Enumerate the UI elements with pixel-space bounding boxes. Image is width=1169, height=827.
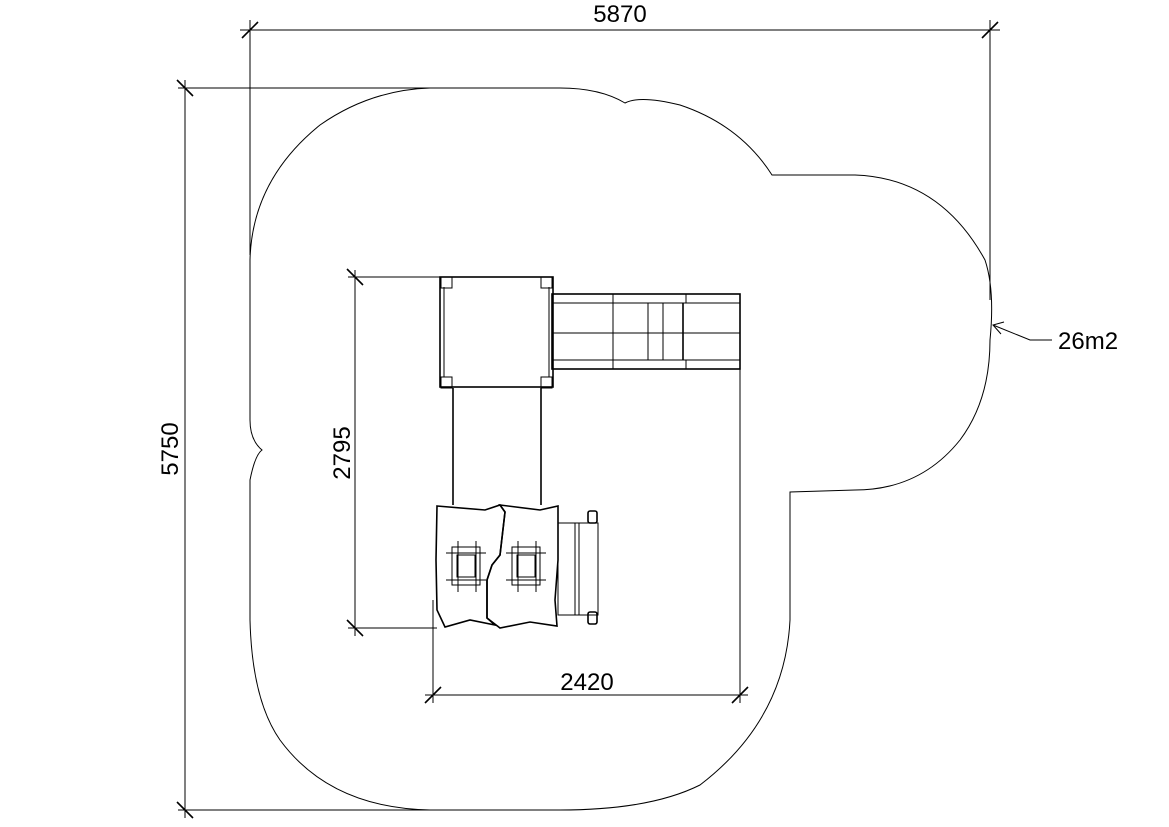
climbing-grip-left (446, 541, 486, 592)
tower-platform (439, 276, 554, 505)
dimension-equipment-width: 2420 (424, 295, 749, 704)
slide (551, 293, 741, 370)
dimension-overall-depth: 5750 (157, 79, 440, 819)
safety-area-label: 26m2 (1058, 328, 1118, 355)
area-callout: 26m2 (992, 321, 1118, 355)
climbing-grip-right (506, 541, 546, 592)
climbing-panels (435, 503, 599, 629)
step-ladder (557, 510, 599, 625)
safety-area-outline (249, 87, 993, 811)
overall-width-label: 5870 (593, 1, 646, 28)
overall-depth-label: 5750 (157, 422, 184, 475)
equipment-width-label: 2420 (560, 669, 613, 696)
dimension-equipment-depth: 2795 (329, 268, 440, 637)
dimension-overall-width: 5870 (240, 1, 1000, 300)
equipment-depth-label: 2795 (329, 426, 356, 479)
